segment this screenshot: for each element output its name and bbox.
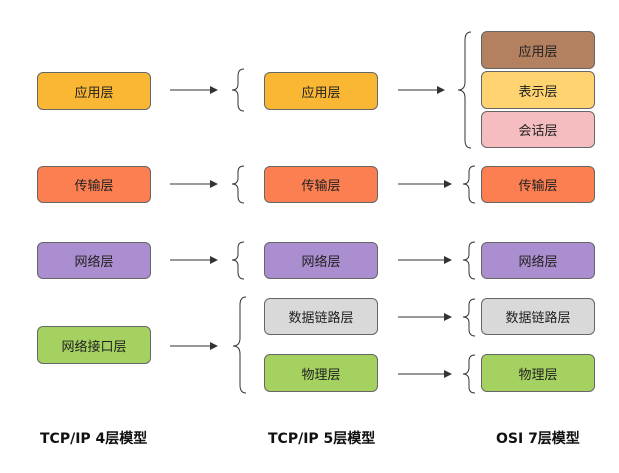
tcp4-link-layer: 网络接口层 xyxy=(37,326,151,364)
brace-app-5 xyxy=(231,68,245,112)
tcp5-transport-layer: 传输层 xyxy=(264,166,378,203)
tcp5-physical-layer: 物理层 xyxy=(264,354,378,392)
tcp5-network-layer: 网络层 xyxy=(264,242,378,279)
tcp5-data-link-layer: 数据链路层 xyxy=(264,298,378,335)
brace-app-7 xyxy=(457,31,472,149)
brace-link-5 xyxy=(232,296,247,394)
tcp4-network-layer: 网络层 xyxy=(37,242,151,279)
osi-physical-layer: 物理层 xyxy=(481,354,595,392)
brace-trans-5 xyxy=(231,165,245,204)
tcp4-application-layer: 应用层 xyxy=(37,72,151,110)
brace-net-5 xyxy=(231,241,245,280)
brace-net-7 xyxy=(462,241,476,280)
osi-presentation-layer: 表示层 xyxy=(481,71,595,109)
osi-session-layer: 会话层 xyxy=(481,111,595,148)
brace-trans-7 xyxy=(462,165,476,204)
osi7-caption: OSI 7层模型 xyxy=(496,431,580,447)
osi-data-link-layer: 数据链路层 xyxy=(481,298,595,335)
brace-phys-7 xyxy=(462,354,476,394)
tcp5-application-layer: 应用层 xyxy=(264,72,378,110)
osi-network-layer: 网络层 xyxy=(481,242,595,279)
brace-dl-7 xyxy=(462,298,476,337)
osi-application-layer: 应用层 xyxy=(481,31,595,69)
tcp4-transport-layer: 传输层 xyxy=(37,166,151,203)
osi-transport-layer: 传输层 xyxy=(481,166,595,203)
tcp4-caption: TCP/IP 4层模型 xyxy=(40,431,148,447)
tcp5-caption: TCP/IP 5层模型 xyxy=(268,431,376,447)
